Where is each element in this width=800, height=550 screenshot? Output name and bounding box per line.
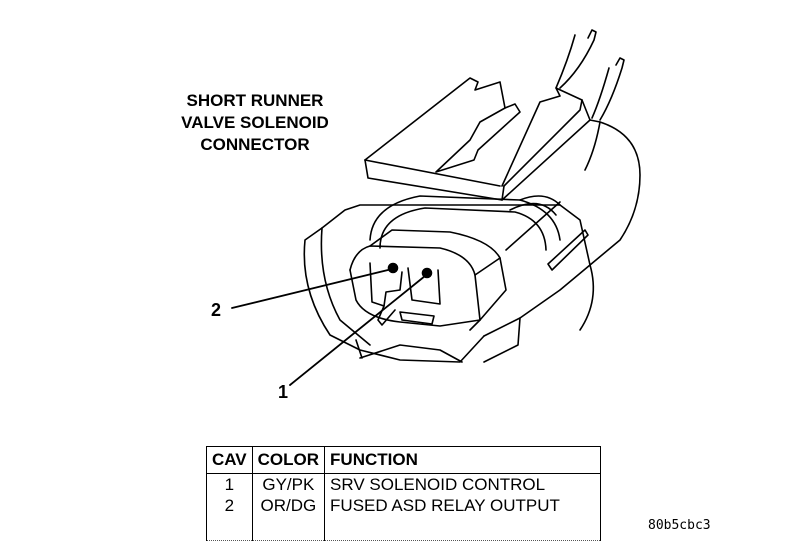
- cell-function: FUSED ASD RELAY OUTPUT: [324, 495, 602, 516]
- leader-line-2: [231, 269, 389, 309]
- seal-rings: [369, 195, 561, 251]
- callout-label-1: 1: [278, 382, 289, 402]
- pinout-table: CAV COLOR FUNCTION 1 GY/PK SRV SOLENOID …: [206, 446, 602, 541]
- table-spacer-row: [206, 516, 602, 541]
- table-row: 1 GY/PK SRV SOLENOID CONTROL: [206, 473, 602, 495]
- title-line-3: CONNECTOR: [200, 135, 310, 154]
- table-header-row: CAV COLOR FUNCTION: [206, 446, 602, 474]
- title-line-1: SHORT RUNNER: [186, 91, 324, 110]
- title-line-2: VALVE SOLENOID: [181, 113, 329, 132]
- cell-color: OR/DG: [251, 495, 326, 516]
- wires: [555, 29, 625, 121]
- cell-function: SRV SOLENOID CONTROL: [324, 473, 602, 495]
- locking-latch: [364, 77, 601, 201]
- diagram-title: SHORT RUNNER VALVE SOLENOID CONNECTOR: [140, 90, 370, 156]
- connector-shell: [303, 121, 641, 363]
- leader-line-1: [289, 275, 426, 386]
- cell-cav: 2: [206, 495, 253, 516]
- header-function: FUNCTION: [324, 446, 602, 474]
- reference-code: 80b5cbc3: [648, 518, 711, 533]
- cell-color: GY/PK: [251, 473, 326, 495]
- cavities: [369, 262, 441, 326]
- table-row: 2 OR/DG FUSED ASD RELAY OUTPUT: [206, 495, 602, 516]
- cell-cav: 1: [206, 473, 253, 495]
- cavity-2: [387, 262, 399, 274]
- callout-label-2: 2: [211, 300, 222, 320]
- header-color: COLOR: [251, 446, 326, 474]
- header-cav: CAV: [206, 446, 253, 474]
